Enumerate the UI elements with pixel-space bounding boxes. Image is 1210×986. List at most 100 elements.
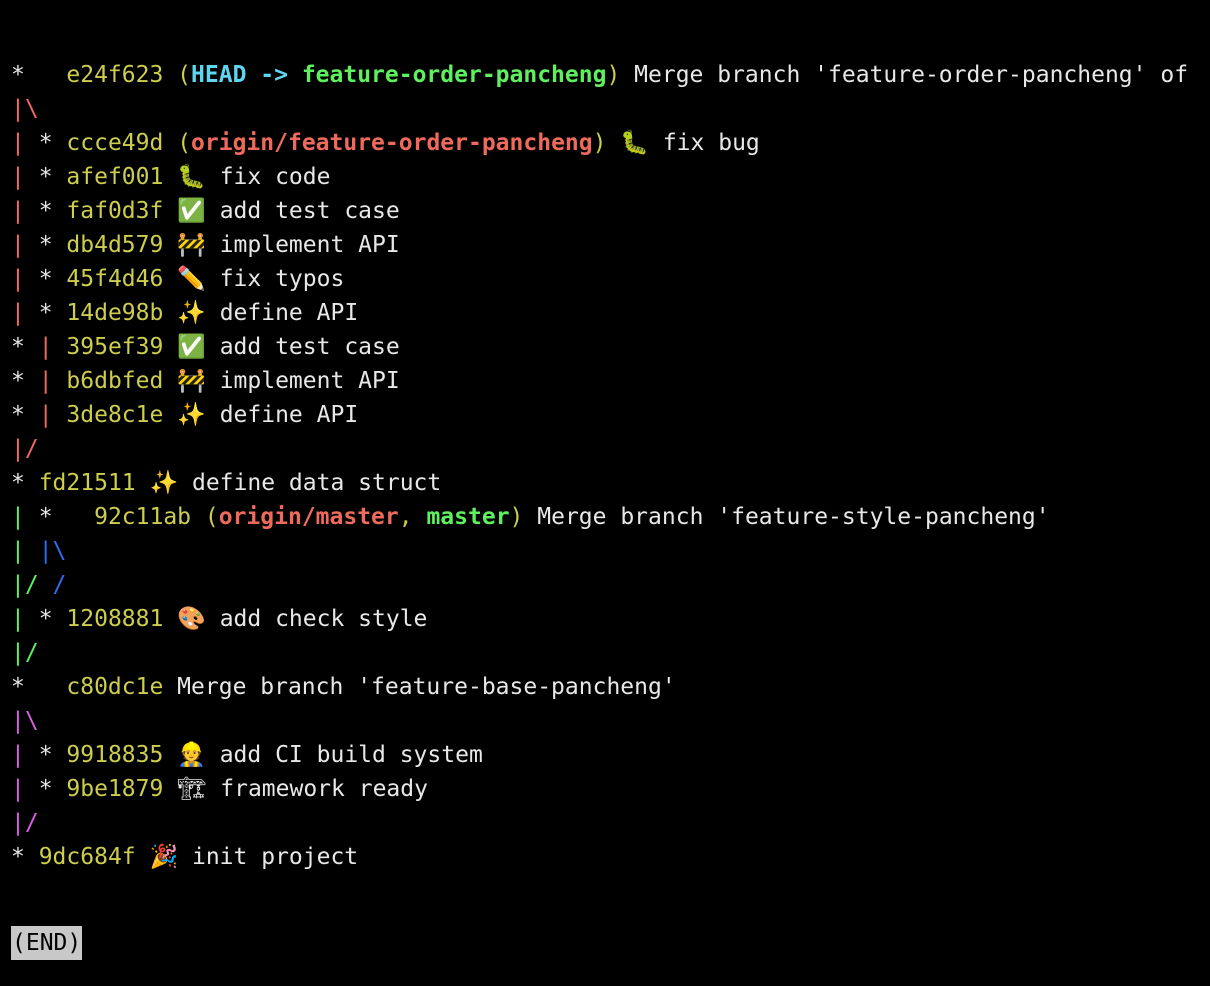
log-text: define API — [205, 402, 359, 428]
log-text: fix typos — [205, 266, 345, 292]
log-text — [163, 164, 177, 190]
log-line: * | 395ef39 ✅ add test case — [11, 330, 1210, 364]
local-branch-ref: master — [426, 504, 510, 530]
log-text — [163, 198, 177, 224]
log-text: * — [38, 266, 67, 292]
commit-hash: b6dbfed — [66, 368, 164, 394]
log-text: * — [11, 674, 67, 700]
log-text: Merge branch 'feature-style-pancheng' — [523, 504, 1050, 530]
commit-hash: 9be1879 — [66, 776, 164, 802]
log-line: * c80dc1e Merge branch 'feature-base-pan… — [11, 670, 1210, 704]
log-text — [163, 300, 177, 326]
log-text: add check style — [205, 606, 428, 632]
ref-delimiter: ( — [163, 62, 192, 88]
log-text: * — [11, 844, 39, 870]
ref-delimiter: ) — [509, 504, 524, 530]
log-text: * — [38, 164, 67, 190]
bug-emoji: 🐛 — [620, 130, 649, 156]
log-line: | * 45f4d46 ✏️ fix typos — [11, 262, 1210, 296]
log-line: * | 3de8c1e ✨ define API — [11, 398, 1210, 432]
log-text: fix bug — [648, 130, 760, 156]
log-line: * fd21511 ✨ define data struct — [11, 466, 1210, 500]
log-line: | * afef001 🐛 fix code — [11, 160, 1210, 194]
log-text: * — [11, 334, 39, 360]
log-text — [606, 130, 620, 156]
log-text — [163, 402, 177, 428]
log-text: define data struct — [178, 470, 442, 496]
local-branch-ref: feature-order-pancheng — [301, 62, 607, 88]
pager-status-line: (END) — [11, 926, 1210, 960]
log-text: * — [11, 368, 39, 394]
check-mark-emoji: ✅ — [177, 334, 206, 360]
graph-edge: | — [11, 538, 39, 564]
log-text — [136, 470, 150, 496]
log-text: define API — [205, 300, 359, 326]
commit-hash: 92c11ab — [94, 504, 192, 530]
pencil-emoji: ✏️ — [177, 266, 206, 292]
graph-edge: |/ — [11, 640, 39, 666]
commit-hash: 9dc684f — [38, 844, 136, 870]
graph-edge: | — [11, 198, 39, 224]
log-text: * — [38, 742, 67, 768]
git-log-graph: * e24f623 (HEAD -> feature-order-panchen… — [11, 58, 1210, 874]
log-text: * — [38, 776, 67, 802]
log-text — [163, 266, 177, 292]
ref-delimiter: , — [398, 504, 427, 530]
commit-hash: 395ef39 — [66, 334, 164, 360]
graph-edge: |/ — [11, 810, 39, 836]
graph-edge: / — [52, 572, 67, 598]
building-construction-emoji: 🏗 — [177, 776, 207, 802]
commit-hash: 3de8c1e — [66, 402, 164, 428]
log-line: | * faf0d3f ✅ add test case — [11, 194, 1210, 228]
log-text — [163, 776, 177, 802]
log-line: |\ — [11, 92, 1210, 126]
log-text: implement API — [205, 368, 400, 394]
bug-emoji: 🐛 — [177, 164, 206, 190]
ref-delimiter: ( — [163, 130, 192, 156]
sparkles-emoji: ✨ — [177, 402, 206, 428]
graph-edge: | — [11, 504, 39, 530]
commit-hash: 1208881 — [66, 606, 164, 632]
head-ref: HEAD -> — [191, 62, 302, 88]
log-line: | * ccce49d (origin/feature-order-panche… — [11, 126, 1210, 160]
log-text: implement API — [205, 232, 400, 258]
log-text: fix code — [205, 164, 331, 190]
log-text: * — [38, 300, 67, 326]
graph-edge: | — [11, 130, 39, 156]
log-text: * — [11, 62, 67, 88]
log-line: |\ — [11, 704, 1210, 738]
log-line: |/ / — [11, 568, 1210, 602]
sparkles-emoji: ✨ — [149, 470, 179, 496]
log-text: * — [38, 504, 95, 530]
log-text: * — [38, 198, 67, 224]
log-text: init project — [178, 844, 359, 870]
commit-hash: 14de98b — [66, 300, 164, 326]
commit-hash: c80dc1e — [66, 674, 164, 700]
graph-edge: | — [11, 776, 39, 802]
log-text — [163, 232, 177, 258]
log-line: | * 92c11ab (origin/master, master) Merg… — [11, 500, 1210, 534]
log-text: add CI build system — [205, 742, 483, 768]
party-popper-emoji: 🎉 — [149, 844, 179, 870]
log-line: * 9dc684f 🎉 init project — [11, 840, 1210, 874]
graph-edge: | — [11, 300, 39, 326]
commit-hash: db4d579 — [66, 232, 164, 258]
log-text: * — [38, 606, 67, 632]
commit-hash: fd21511 — [38, 470, 136, 496]
log-line: |/ — [11, 432, 1210, 466]
commit-hash: e24f623 — [66, 62, 164, 88]
commit-hash: faf0d3f — [66, 198, 164, 224]
sparkles-emoji: ✨ — [177, 300, 206, 326]
log-text — [163, 742, 177, 768]
log-text — [163, 368, 177, 394]
log-line: |/ — [11, 806, 1210, 840]
check-mark-emoji: ✅ — [177, 198, 206, 224]
construction-emoji: 🚧 — [177, 368, 206, 394]
log-text — [163, 334, 177, 360]
log-text — [163, 606, 177, 632]
log-text: Merge branch 'feature-order-pancheng' of — [620, 62, 1189, 88]
commit-hash: ccce49d — [66, 130, 164, 156]
log-line: * | b6dbfed 🚧 implement API — [11, 364, 1210, 398]
palette-emoji: 🎨 — [177, 606, 206, 632]
